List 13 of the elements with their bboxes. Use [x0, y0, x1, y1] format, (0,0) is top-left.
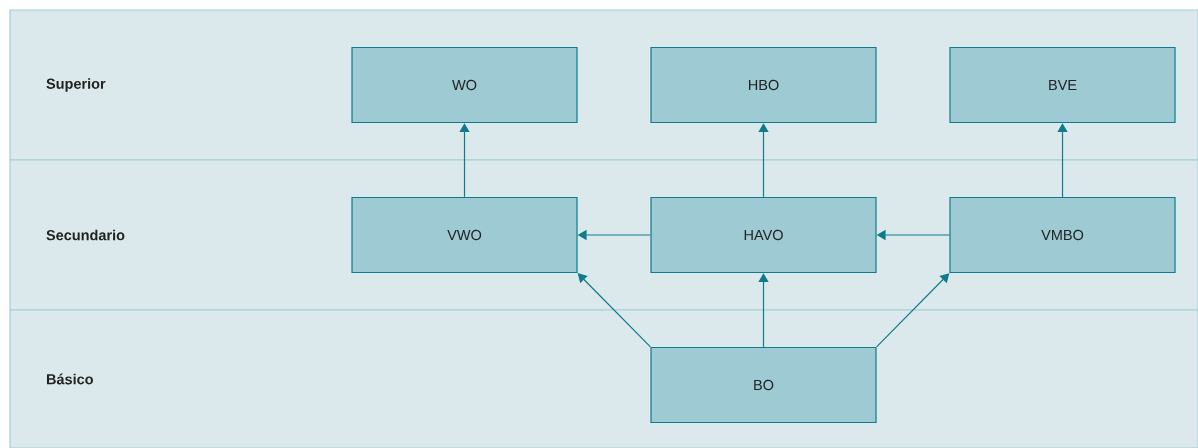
arrow	[758, 273, 769, 348]
level-box: HBO	[650, 46, 877, 124]
level-box: VMBO	[949, 196, 1176, 274]
arrow	[1057, 123, 1068, 198]
level-box: HAVO	[650, 196, 877, 274]
level-box: BVE	[949, 46, 1176, 124]
arrow	[876, 273, 950, 348]
level-box: BO	[650, 346, 877, 424]
arrow	[758, 123, 769, 198]
level-box: VWO	[351, 196, 578, 274]
arrow	[577, 273, 651, 348]
arrow	[459, 123, 470, 198]
level-box: WO	[351, 46, 578, 124]
